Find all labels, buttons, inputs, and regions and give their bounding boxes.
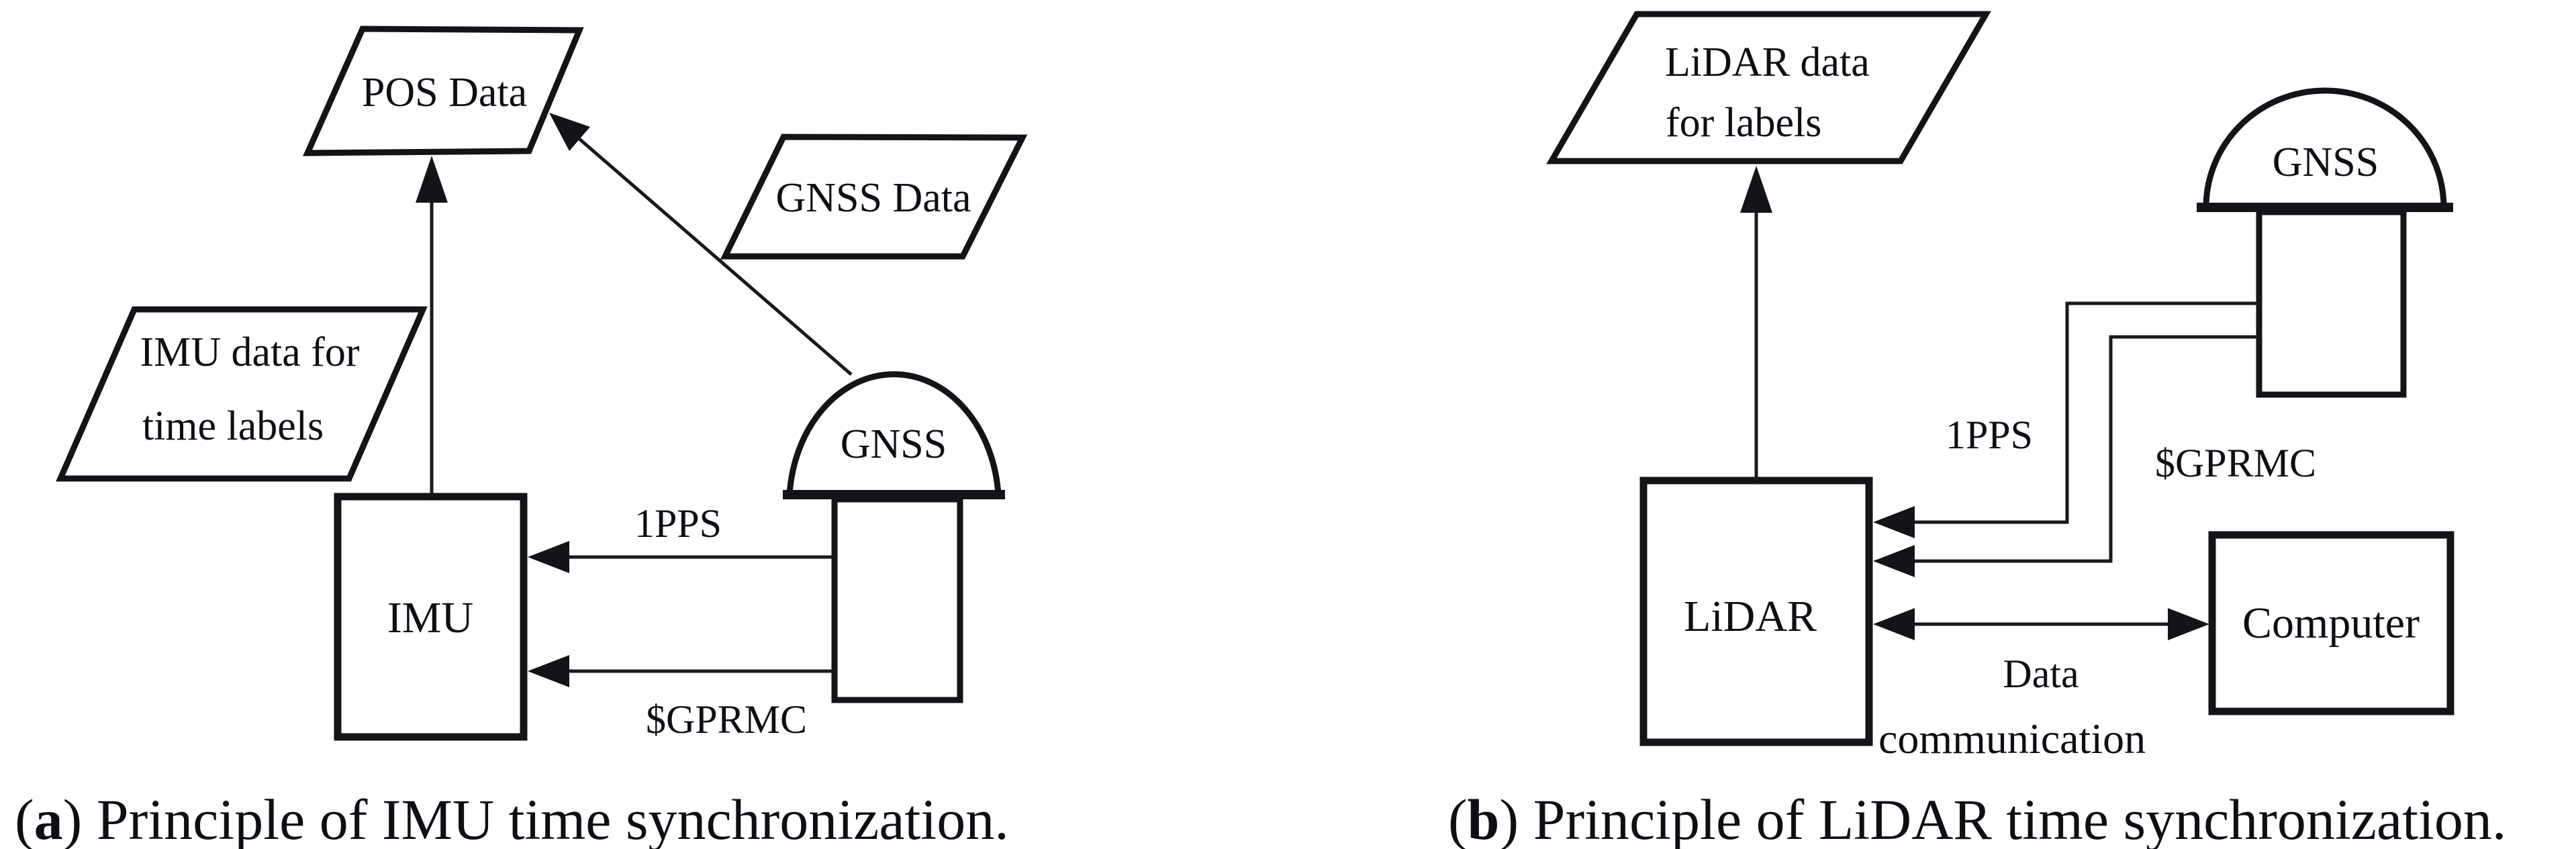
gprmc-label-a: $GPRMC — [646, 697, 807, 742]
pps-label-a: 1PPS — [634, 501, 722, 546]
panel-a-diagram: POS Data GNSS Data IMU data for time lab… — [15, 26, 1028, 849]
gnss-to-posdata-arrowhead — [549, 113, 590, 151]
gprmc-arrowhead-a — [528, 655, 569, 687]
data-comm-label-line1: Data — [2003, 652, 2079, 696]
gnss-data-label: GNSS Data — [775, 175, 971, 221]
gnss-antenna-dome — [786, 371, 1002, 498]
gprmc-arrowhead-b — [1873, 545, 1915, 577]
imu-data-label-line2: time labels — [142, 403, 324, 449]
imu-data-parallelogram — [56, 306, 428, 482]
caption-b-letter: b — [1468, 787, 1500, 849]
caption-b-text: ) Principle of LiDAR time synchronizatio… — [1499, 787, 2506, 849]
gnss-antenna-stem — [831, 496, 963, 703]
pos-data-parallelogram — [303, 26, 584, 156]
lidar-to-lidardata-arrowhead — [1740, 166, 1772, 213]
gnss-antenna-dome-b — [2203, 87, 2447, 211]
pps-wire-b — [1913, 301, 2259, 524]
pos-data-label: POS Data — [362, 70, 527, 115]
caption-b: (b) Principle of LiDAR time synchronizat… — [1448, 787, 2506, 849]
panel-b-diagram: LiDAR data for labels LiDAR GNSS 1PPS $G… — [1448, 11, 2506, 849]
pps-arrowhead-b — [1873, 506, 1915, 538]
imu-box — [334, 493, 528, 741]
gnss-antenna-stem-b — [2256, 209, 2407, 398]
data-comm-label-line2: communication — [1878, 715, 2146, 762]
caption-a-paren-open: ( — [15, 787, 34, 849]
gnss-antenna-label-b: GNSS — [2273, 140, 2379, 185]
gnss-data-parallelogram — [720, 134, 1028, 260]
imu-to-posdata-arrowhead — [416, 156, 448, 203]
lidar-label: LiDAR — [1684, 592, 1817, 641]
gprmc-wire-b — [1913, 335, 2259, 563]
pps-label-b: 1PPS — [1946, 413, 2033, 457]
imu-data-label-line1: IMU data for — [140, 330, 359, 375]
data-comm-arrowhead-left — [1873, 608, 1915, 640]
caption-a: (a) Principle of IMU time synchronizatio… — [15, 787, 1009, 849]
computer-label: Computer — [2242, 599, 2420, 648]
caption-a-text: ) Principle of IMU time synchronization. — [63, 787, 1009, 849]
caption-b-paren-open: ( — [1448, 787, 1468, 849]
caption-a-letter: a — [34, 787, 63, 849]
lidar-data-parallelogram — [1546, 11, 1991, 164]
pps-arrowhead-a — [528, 541, 569, 573]
data-comm-arrowhead-right — [2168, 608, 2209, 640]
lidar-data-label-line1: LiDAR data — [1665, 40, 1870, 85]
gnss-to-posdata-arrow — [578, 138, 853, 376]
gnss-antenna-label: GNSS — [841, 421, 947, 467]
lidar-data-label-line2: for labels — [1666, 100, 1821, 146]
computer-box — [2208, 531, 2454, 715]
lidar-box — [1639, 477, 1873, 746]
imu-label: IMU — [387, 593, 473, 642]
gprmc-label-b: $GPRMC — [2155, 441, 2316, 485]
